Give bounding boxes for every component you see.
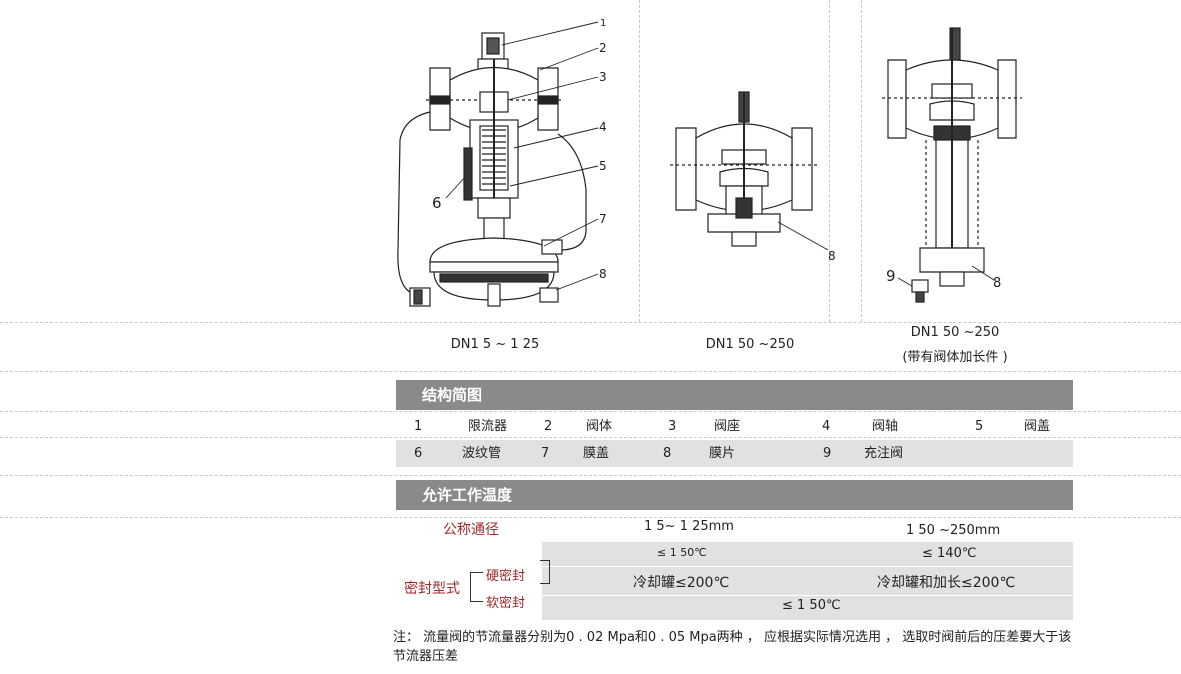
temperature-value-area (542, 542, 1073, 620)
figure-caption: DN1 50 ~250 (705, 337, 795, 352)
part-name: 阀座 (714, 419, 741, 434)
callout-label: 6 (432, 194, 442, 212)
part-name: 膜盖 (583, 446, 610, 461)
part-number: 8 (663, 446, 672, 461)
part-name: 阀体 (586, 419, 613, 434)
figure-caption: DN1 50 ~250 (910, 325, 1000, 340)
divider-horizontal (0, 371, 1181, 372)
part-name: 阀轴 (872, 419, 899, 434)
callout-label: 3 (599, 70, 607, 84)
nominal-diameter-label: 公称通径 (443, 522, 499, 538)
cell-divider (542, 566, 1073, 567)
valve-drawing-dn150-250: 8 (670, 91, 836, 263)
parts-row: 1 限流器 2 阀体 3 阀座 4 阀轴 5 阀盖 (396, 413, 1073, 440)
divider-horizontal (0, 517, 1181, 518)
seal-type-label: 密封型式 (404, 581, 460, 597)
part-number: 1 (414, 419, 423, 434)
part-number: 9 (823, 446, 832, 461)
part-name: 膜片 (709, 446, 736, 461)
seal-type-bracket (470, 572, 483, 602)
part-number: 4 (822, 419, 831, 434)
valve-drawing-dn15-125: 1 2 3 4 5 6 7 8 (397, 18, 607, 307)
cell-divider (542, 595, 1073, 596)
valve-drawing-dn150-250-extended: 9 8 (882, 27, 1022, 303)
soft-seal-label: 软密封 (486, 596, 526, 611)
part-number: 7 (541, 446, 550, 461)
divider-vertical-2 (829, 0, 830, 322)
part-name: 限流器 (468, 419, 508, 434)
divider-horizontal (0, 411, 1181, 412)
hard-seal-large-cooling: 冷却罐和加长≤200℃ (877, 575, 1016, 591)
callout-label: 8 (993, 276, 1001, 291)
footnote: 注： 流量阀的节流量器分别为0 . 02 Mpa和0 . 05 Mpa两种 ， … (393, 630, 1072, 664)
section-title-temperature: 允许工作温度 (396, 480, 1073, 510)
part-number: 6 (414, 446, 423, 461)
figure-caption: DN1 5 ~ 1 25 (450, 337, 540, 352)
divider-horizontal (0, 475, 1181, 476)
part-name: 阀盖 (1024, 419, 1051, 434)
callout-label: 8 (828, 249, 836, 263)
callout-label: 2 (599, 41, 607, 55)
hard-seal-small-temp: ≤ 1 50℃ (657, 546, 707, 559)
hard-seal-bracket (540, 560, 550, 584)
callout-label: 5 (599, 159, 607, 173)
divider-vertical-1 (639, 0, 640, 322)
callout-label: 9 (886, 267, 896, 285)
part-number: 5 (975, 419, 984, 434)
figure-caption-subtitle: (带有阀体加长件 ) (902, 350, 1008, 365)
section-title-structure: 结构简图 (396, 380, 1073, 410)
part-name: 充注阀 (864, 446, 904, 461)
soft-seal-temp: ≤ 1 50℃ (782, 598, 841, 613)
divider-vertical-3 (861, 0, 862, 322)
part-number: 2 (544, 419, 553, 434)
parts-row: 6 波纹管 7 膜盖 8 膜片 9 充注阀 (396, 440, 1073, 467)
part-number: 3 (668, 419, 677, 434)
hard-seal-small-cooling: 冷却罐≤200℃ (633, 575, 730, 591)
hard-seal-label: 硬密封 (486, 569, 526, 584)
callout-label: 7 (599, 212, 607, 226)
divider-horizontal (0, 437, 1181, 438)
callout-label: 4 (599, 120, 607, 134)
divider-horizontal (0, 322, 1181, 323)
part-name: 波纹管 (462, 446, 502, 461)
size-header-small: 1 5~ 1 25mm (644, 519, 734, 534)
hard-seal-large-temp: ≤ 140℃ (922, 546, 977, 561)
callout-label: 1 (600, 18, 606, 29)
callout-label: 8 (599, 267, 607, 281)
size-header-large: 1 50 ~250mm (906, 523, 1001, 538)
